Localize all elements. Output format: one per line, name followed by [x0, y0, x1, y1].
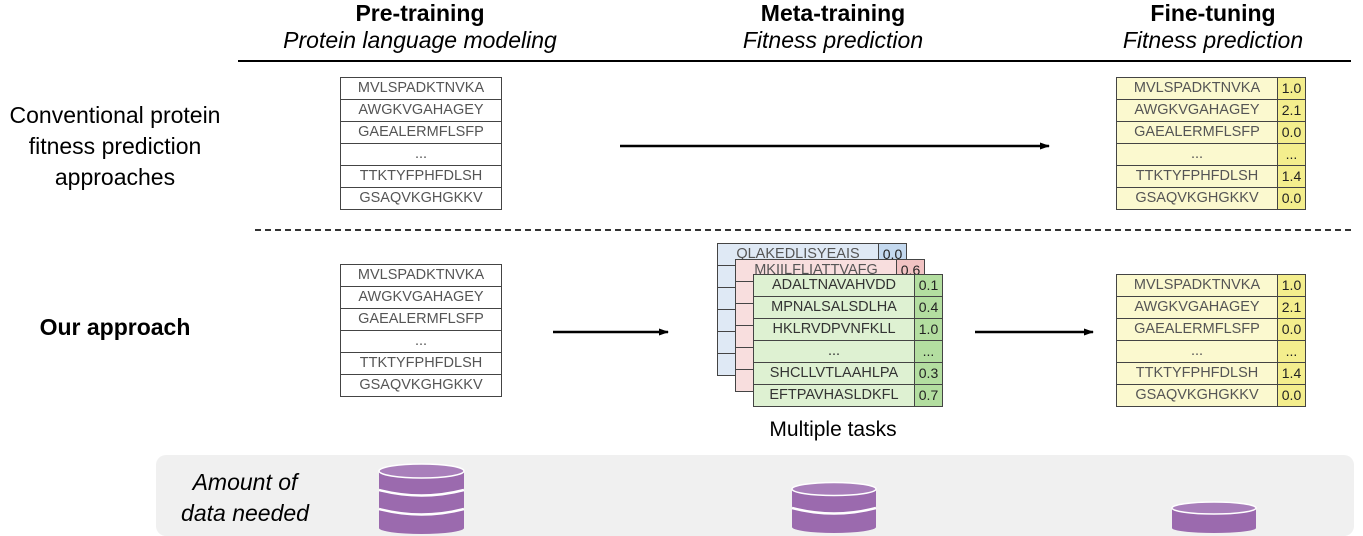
fitness-cell: 0.3	[914, 362, 943, 385]
fitness-cell: 0.1	[914, 274, 943, 297]
fitness-cell: 0.7	[914, 384, 943, 407]
finetuning-title: Fine-tuning	[1150, 0, 1276, 26]
conventional-pretrain-table: MVLSPADKTNVKA AWGKVGAHAGEY GAEALERMFLSFP…	[340, 77, 502, 210]
sequence-cell: ...	[340, 330, 502, 353]
fitness-cell: 1.0	[914, 318, 943, 341]
our-approach-label: Our approach	[39, 314, 191, 340]
pretraining-subtitle: Protein language modeling	[283, 27, 557, 53]
fitness-cell: 2.1	[1277, 296, 1306, 319]
table-row: GSAQVKGHGKKV	[340, 187, 502, 210]
table-row: TTKTYFPHFDLSH	[340, 165, 502, 188]
table-row: MVLSPADKTNVKA	[340, 264, 502, 287]
data-amount-panel	[156, 455, 1354, 536]
fitness-cell: 1.4	[1277, 362, 1306, 385]
table-row: AWGKVGAHAGEY	[340, 286, 502, 309]
amount-label-line1: Amount of	[192, 469, 298, 495]
sequence-cell: TTKTYFPHFDLSH	[1116, 362, 1278, 385]
sequence-cell: GSAQVKGHGKKV	[340, 187, 502, 210]
sequence-cell: SHCLLVTLAAHLPA	[753, 362, 915, 385]
sequence-cell: AWGKVGAHAGEY	[340, 286, 502, 309]
database-medium-icon	[791, 481, 877, 533]
table-row: MVLSPADKTNVKA	[340, 77, 502, 100]
metatraining-title: Meta-training	[760, 0, 906, 26]
finetuning-subtitle: Fitness prediction	[1122, 27, 1304, 53]
fitness-cell: 1.0	[1277, 274, 1306, 297]
conventional-label-line3: approaches	[54, 164, 176, 190]
fitness-cell: 1.4	[1277, 165, 1306, 188]
fitness-cell: 0.0	[1277, 384, 1306, 407]
sequence-cell: TTKTYFPHFDLSH	[340, 165, 502, 188]
sequence-cell: MVLSPADKTNVKA	[340, 77, 502, 100]
sequence-cell: AWGKVGAHAGEY	[1116, 296, 1278, 319]
sequence-cell: GSAQVKGHGKKV	[1116, 384, 1278, 407]
sequence-cell: HKLRVDPVNFKLL	[753, 318, 915, 341]
amount-label: Amount of data needed	[175, 467, 315, 529]
sequence-cell: ADALTNAVAHVDD	[753, 274, 915, 297]
fitness-cell: 0.0	[1277, 187, 1306, 210]
fitness-cell: ...	[1277, 143, 1306, 166]
sequence-cell: MVLSPADKTNVKA	[1116, 77, 1278, 100]
fitness-cell: 1.0	[1277, 77, 1306, 100]
table-row: GSAQVKGHGKKV	[340, 374, 502, 397]
table-row: TTKTYFPHFDLSH	[340, 352, 502, 375]
sequence-cell: MVLSPADKTNVKA	[1116, 274, 1278, 297]
header-rule	[238, 60, 1351, 62]
sequence-cell: ...	[753, 340, 915, 363]
row-divider	[255, 229, 1351, 231]
table-row: ...	[340, 330, 502, 353]
database-small-icon	[1171, 501, 1257, 533]
sequence-cell: GAEALERMFLSFP	[340, 121, 502, 144]
conventional-row-label: Conventional protein fitness prediction …	[0, 100, 230, 193]
fitness-cell: 0.4	[914, 296, 943, 319]
sequence-cell: EFTPAVHASLDKFL	[753, 384, 915, 407]
pretraining-header: Pre-training Protein language modeling	[220, 0, 620, 54]
multiple-tasks-caption: Multiple tasks	[769, 418, 897, 441]
pretraining-title: Pre-training	[355, 0, 485, 26]
finetuning-header: Fine-tuning Fitness prediction	[1013, 0, 1363, 54]
table-row: GAEALERMFLSFP	[340, 121, 502, 144]
metatraining-subtitle: Fitness prediction	[742, 27, 924, 53]
sequence-cell: AWGKVGAHAGEY	[340, 99, 502, 122]
conventional-label-line2: fitness prediction	[28, 133, 202, 159]
fitness-cell: ...	[914, 340, 943, 363]
sequence-cell: ...	[340, 143, 502, 166]
sequence-cell: MPNALSALSDLHA	[753, 296, 915, 319]
sequence-cell: MVLSPADKTNVKA	[340, 264, 502, 287]
table-row: ......	[753, 340, 943, 363]
sequence-cell: TTKTYFPHFDLSH	[1116, 165, 1278, 188]
sequence-cell: GSAQVKGHGKKV	[340, 374, 502, 397]
ours-pretrain-table: MVLSPADKTNVKA AWGKVGAHAGEY GAEALERMFLSFP…	[340, 264, 502, 397]
fitness-cell: 2.1	[1277, 99, 1306, 122]
table-row: AWGKVGAHAGEY	[340, 99, 502, 122]
sequence-cell: GAEALERMFLSFP	[1116, 121, 1278, 144]
amount-label-line2: data needed	[181, 500, 309, 526]
conventional-label-line1: Conventional protein	[9, 102, 221, 128]
fitness-cell: 0.0	[1277, 121, 1306, 144]
metatraining-header: Meta-training Fitness prediction	[633, 0, 1033, 54]
table-row: ...	[340, 143, 502, 166]
database-large-icon	[378, 463, 465, 534]
fitness-cell: 0.0	[1277, 318, 1306, 341]
sequence-cell: TTKTYFPHFDLSH	[340, 352, 502, 375]
